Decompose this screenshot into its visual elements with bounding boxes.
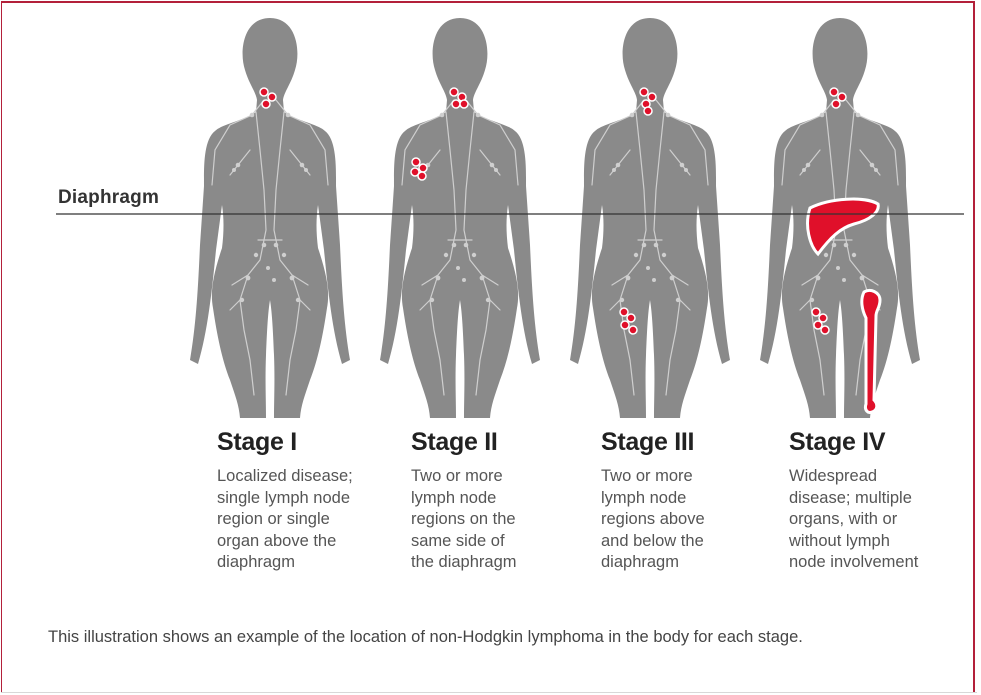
stage-1-title: Stage I bbox=[217, 428, 397, 457]
stage-1-desc-line: Localized disease; bbox=[217, 466, 397, 488]
stage-4-desc-line: disease; multiple bbox=[789, 488, 969, 510]
figure-stage-1 bbox=[190, 18, 350, 418]
figure-stage-2 bbox=[380, 18, 540, 418]
stage-4-desc-line: organs, with or bbox=[789, 509, 969, 531]
stage-4-desc-line: without lymph bbox=[789, 531, 969, 553]
stage-1-desc-line: diaphragm bbox=[217, 552, 397, 574]
stage-2-block: Stage II Two or more lymph node regions … bbox=[411, 428, 591, 574]
stage-4-block: Stage IV Widespread disease; multiple or… bbox=[789, 428, 969, 574]
stage-3-desc-line: diaphragm bbox=[601, 552, 781, 574]
stage-4-title: Stage IV bbox=[789, 428, 969, 457]
stage-2-desc-line: Two or more bbox=[411, 466, 591, 488]
stage-2-description: Two or more lymph node regions on the sa… bbox=[411, 466, 591, 574]
stage-2-desc-line: lymph node bbox=[411, 488, 591, 510]
stage-3-description: Two or more lymph node regions above and… bbox=[601, 466, 781, 574]
stage-1-desc-line: single lymph node bbox=[217, 488, 397, 510]
bottom-divider bbox=[1, 692, 977, 693]
diaphragm-label: Diaphragm bbox=[58, 187, 159, 209]
figure-caption: This illustration shows an example of th… bbox=[48, 627, 928, 647]
stage-4-desc-line: node involvement bbox=[789, 552, 969, 574]
stage-4-desc-line: Widespread bbox=[789, 466, 969, 488]
figure-stage-3 bbox=[570, 18, 730, 418]
stage-2-title: Stage II bbox=[411, 428, 591, 457]
stage-2-desc-line: same side of bbox=[411, 531, 591, 553]
stage-1-description: Localized disease; single lymph node reg… bbox=[217, 466, 397, 574]
stage-1-desc-line: organ above the bbox=[217, 531, 397, 553]
stage-3-title: Stage III bbox=[601, 428, 781, 457]
stage-1-block: Stage I Localized disease; single lymph … bbox=[217, 428, 397, 574]
stage-3-desc-line: Two or more bbox=[601, 466, 781, 488]
stage-1-desc-line: region or single bbox=[217, 509, 397, 531]
figure-stage-4 bbox=[760, 18, 920, 418]
stage-3-desc-line: lymph node bbox=[601, 488, 781, 510]
stage-2-desc-line: regions on the bbox=[411, 509, 591, 531]
stage-3-block: Stage III Two or more lymph node regions… bbox=[601, 428, 781, 574]
stage-3-desc-line: and below the bbox=[601, 531, 781, 553]
lymphoma-stages-illustration bbox=[0, 0, 981, 430]
stage-3-desc-line: regions above bbox=[601, 509, 781, 531]
stage-2-desc-line: the diaphragm bbox=[411, 552, 591, 574]
stage-4-description: Widespread disease; multiple organs, wit… bbox=[789, 466, 969, 574]
